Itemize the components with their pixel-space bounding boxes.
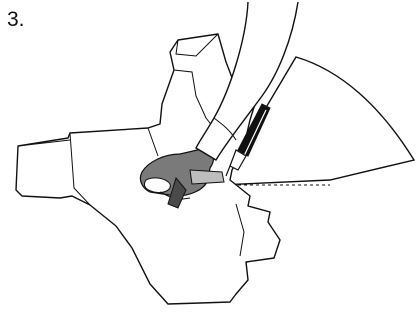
assembly-illustration — [0, 0, 420, 324]
